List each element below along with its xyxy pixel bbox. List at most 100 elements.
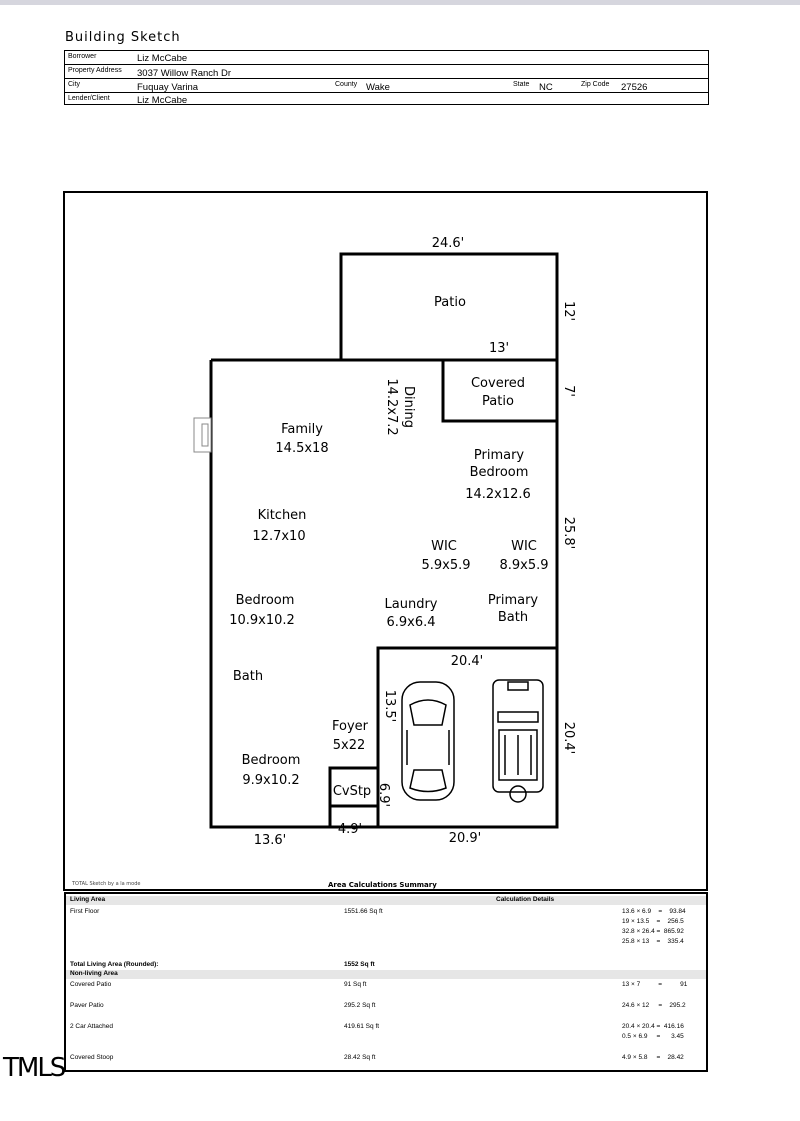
calc-details-label: Calculation Details bbox=[496, 896, 555, 903]
county-value: Wake bbox=[366, 82, 390, 93]
room-primary-bath-2: Bath bbox=[498, 610, 528, 625]
address-row: Property Address 3037 Willow Ranch Dr bbox=[65, 65, 708, 79]
garage-calcs: 20.4 × 20.4 = 416.16 0.5 × 6.9 = 3.45 bbox=[622, 1023, 684, 1043]
room-foyer-2: 5x22 bbox=[333, 738, 366, 753]
calc-line: 32.8 × 26.4 = 865.92 bbox=[622, 928, 684, 935]
stoop-sqft: 28.42 Sq ft bbox=[344, 1054, 376, 1061]
patio-outline bbox=[339, 252, 559, 360]
borrower-value: Liz McCabe bbox=[137, 53, 188, 64]
lender-row: Lender/Client Liz McCabe bbox=[65, 93, 708, 107]
jeep-windshield-shape bbox=[497, 711, 539, 723]
jeep-grille-shape bbox=[507, 681, 529, 691]
paver-patio-calcs: 24.6 × 12 = 295.2 bbox=[622, 1002, 686, 1012]
jeep-bed-shape bbox=[498, 729, 538, 781]
calc-line: 4.9 × 5.8 = 28.42 bbox=[622, 1054, 684, 1061]
jeep-body-shape bbox=[492, 679, 544, 793]
room-bedroom1-2: 10.9x10.2 bbox=[229, 613, 295, 628]
non-living-label: Non-living Area bbox=[70, 970, 118, 977]
room-laundry-1: Laundry bbox=[385, 597, 438, 612]
city-label: City bbox=[68, 81, 81, 88]
garage-outline bbox=[378, 648, 559, 829]
room-primary-bed-1: Primary bbox=[474, 448, 525, 463]
room-covered-1: Covered bbox=[471, 376, 525, 391]
summary-title: Area Calculations Summary bbox=[328, 881, 437, 889]
state-label: State bbox=[513, 81, 530, 88]
dim-garage-bottom: 20.9' bbox=[449, 831, 482, 846]
living-area-label: Living Area bbox=[70, 896, 106, 903]
lender-label: Lender/Client bbox=[68, 95, 110, 102]
room-bedroom1-1: Bedroom bbox=[236, 593, 295, 608]
tmls-watermark: TMLS bbox=[3, 1053, 66, 1083]
area-calculations-table: Living Area Calculation Details First Fl… bbox=[64, 892, 708, 1072]
covered-patio-outline bbox=[441, 360, 557, 423]
room-wic2-1: WIC bbox=[511, 539, 537, 554]
dim-garage-right: 20.4' bbox=[561, 722, 576, 755]
fireplace-inner bbox=[201, 423, 209, 447]
borrower-label: Borrower bbox=[68, 53, 97, 60]
sketch-frame bbox=[63, 191, 708, 891]
covered-patio-calcs: 13 × 7 = 91 bbox=[622, 981, 687, 991]
dim-stoop-right: 6.9' bbox=[376, 783, 391, 807]
room-primary-bath-1: Primary bbox=[488, 593, 539, 608]
total-living-label: Total Living Area (Rounded): bbox=[70, 961, 159, 968]
room-laundry-2: 6.9x6.4 bbox=[386, 615, 435, 630]
covered-patio-sqft: 91 Sq ft bbox=[344, 981, 367, 988]
paver-patio-label: Paver Patio bbox=[70, 1002, 104, 1009]
garage-sqft: 419.61 Sq ft bbox=[344, 1023, 380, 1030]
plan-walls bbox=[209, 252, 559, 829]
address-value: 3037 Willow Ranch Dr bbox=[137, 68, 231, 79]
dim-garage-top: 20.4' bbox=[451, 654, 484, 669]
county-label: County bbox=[335, 81, 358, 88]
car-rear-window-shape bbox=[409, 769, 447, 793]
state-value: NC bbox=[539, 82, 553, 93]
document-title: Building Sketch bbox=[65, 30, 181, 45]
room-dining-1: Dining bbox=[401, 386, 416, 428]
dim-patio-top: 24.6' bbox=[432, 236, 465, 251]
calc-line: 13 × 7 = 91 bbox=[622, 981, 688, 988]
paver-patio-sqft: 295.2 Sq ft bbox=[344, 1002, 376, 1009]
dim-patio-bottom: 13' bbox=[489, 341, 509, 356]
dim-stoop-bottom: 4.9' bbox=[338, 822, 362, 837]
dimension-labels: 24.6' 12' 13' 7' 25.8' 20.4' 20.4' 13.5'… bbox=[254, 236, 576, 848]
top-border bbox=[0, 0, 800, 5]
stoop-label: Covered Stoop bbox=[70, 1054, 114, 1061]
borrower-row: Borrower Liz McCabe bbox=[65, 51, 708, 65]
calc-line: 20.4 × 20.4 = 416.16 bbox=[622, 1023, 684, 1030]
calc-line: 25.8 × 13 = 335.4 bbox=[622, 938, 684, 945]
address-label: Property Address bbox=[68, 67, 122, 74]
software-note: TOTAL Sketch by a la mode bbox=[72, 881, 141, 887]
first-floor-sqft: 1551.66 Sq ft bbox=[344, 908, 383, 915]
room-covered-2: Patio bbox=[482, 394, 514, 409]
dim-house-right: 25.8' bbox=[561, 517, 576, 550]
car-body-shape bbox=[401, 681, 455, 801]
calc-line: 24.6 × 12 = 295.2 bbox=[622, 1002, 686, 1009]
room-labels: Patio Covered Patio Dining 14.2x7.2 Fami… bbox=[229, 295, 548, 799]
room-patio: Patio bbox=[434, 295, 466, 310]
first-floor-calcs: 13.6 × 6.9 = 93.84 19 × 13.5 = 256.5 32.… bbox=[622, 908, 686, 948]
car-icon bbox=[401, 681, 455, 801]
zip-label: Zip Code bbox=[581, 81, 610, 88]
room-kitchen-2: 12.7x10 bbox=[252, 529, 305, 544]
city-row: City Fuquay Varina County Wake State NC … bbox=[65, 79, 708, 93]
city-value: Fuquay Varina bbox=[137, 82, 199, 93]
room-foyer-1: Foyer bbox=[332, 719, 369, 734]
living-area-header: Living Area Calculation Details bbox=[66, 896, 706, 905]
dim-patio-right: 12' bbox=[561, 301, 576, 321]
calc-line: 0.5 × 6.9 = 3.45 bbox=[622, 1033, 684, 1040]
dim-garage-left: 13.5' bbox=[382, 690, 397, 723]
room-wic1-1: WIC bbox=[431, 539, 457, 554]
room-cvstp: CvStp bbox=[333, 784, 371, 799]
stoop-calcs: 4.9 × 5.8 = 28.42 bbox=[622, 1054, 684, 1064]
total-living-value: 1552 Sq ft bbox=[344, 961, 375, 968]
house-outline bbox=[209, 358, 559, 829]
calc-line: 13.6 × 6.9 = 93.84 bbox=[622, 908, 686, 915]
jeep-icon bbox=[492, 679, 544, 803]
room-kitchen-1: Kitchen bbox=[258, 508, 307, 523]
room-bedroom2-2: 9.9x10.2 bbox=[242, 773, 299, 788]
non-living-header: Non-living Area bbox=[66, 970, 706, 979]
room-wic1-2: 5.9x5.9 bbox=[421, 558, 470, 573]
garage-label: 2 Car Attached bbox=[70, 1023, 113, 1030]
dim-bottom-left: 13.6' bbox=[254, 833, 287, 848]
room-primary-bed-2: Bedroom bbox=[470, 465, 529, 480]
